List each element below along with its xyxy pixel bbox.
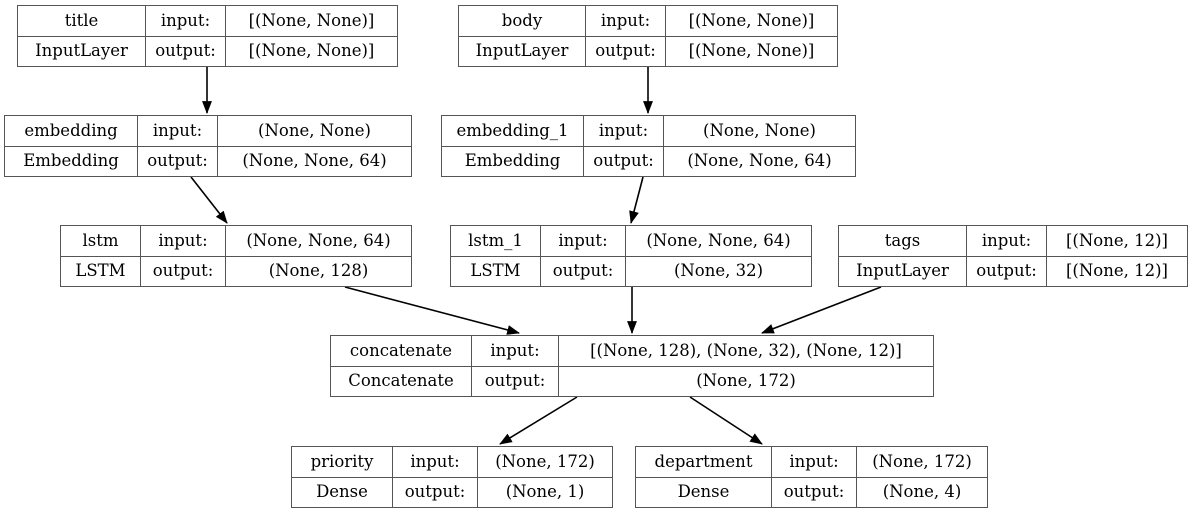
layer-class: LSTM <box>61 256 141 286</box>
output-shape: (None, None, 64) <box>242 151 387 170</box>
output-shape: (None, 4) <box>882 482 962 501</box>
layer-name: priority <box>292 447 393 477</box>
input-shape: (None, None) <box>258 120 371 140</box>
output-label: output: <box>772 477 857 507</box>
layer-name: concatenate <box>331 336 472 366</box>
output-shape: (None, 32) <box>673 261 764 280</box>
layer-class: LSTM <box>451 256 541 286</box>
layer-class: InputLayer <box>18 36 146 66</box>
input-label: input: <box>141 226 226 256</box>
output-label: output: <box>141 256 226 286</box>
layer-class: Concatenate <box>331 366 472 396</box>
edge-concatenate-to-department <box>689 396 763 445</box>
layer-class: Embedding <box>5 146 138 176</box>
output-shape: (None, None, 64) <box>687 151 832 170</box>
input-shape: [(None, None)] <box>688 10 815 30</box>
edge-lstm-to-concatenate <box>344 286 520 335</box>
input-label: input: <box>472 336 559 366</box>
output-shape: (None, 1) <box>505 482 585 501</box>
layer-name: tags <box>839 226 967 256</box>
output-label: output: <box>138 146 218 176</box>
input-shape: (None, 172) <box>495 451 595 471</box>
input-label: input: <box>967 226 1047 256</box>
layer-name: lstm_1 <box>451 226 541 256</box>
input-shape: (None, 172) <box>872 451 972 471</box>
output-shape: [(None, 12)] <box>1066 261 1168 280</box>
edge-tags-to-concatenate <box>761 286 882 334</box>
output-shape: [(None, None)] <box>248 41 375 60</box>
input-label: input: <box>541 226 626 256</box>
output-label: output: <box>584 146 664 176</box>
layer-class: Embedding <box>442 146 584 176</box>
input-label: input: <box>393 447 478 477</box>
output-label: output: <box>541 256 626 286</box>
layer-name: title <box>18 6 146 36</box>
output-shape: (None, 128) <box>268 261 369 280</box>
layer-class: InputLayer <box>839 256 967 286</box>
output-label: output: <box>967 256 1047 286</box>
input-label: input: <box>146 6 226 36</box>
layer-class: Dense <box>292 477 393 507</box>
edge-embedding_1-to-lstm_1 <box>629 176 644 224</box>
input-label: input: <box>584 116 664 146</box>
input-label: input: <box>772 447 857 477</box>
layer-name: embedding_1 <box>442 116 584 146</box>
input-shape: (None, None) <box>703 120 816 140</box>
output-shape: (None, 172) <box>696 371 796 390</box>
layer-class: InputLayer <box>459 36 586 66</box>
output-shape: [(None, None)] <box>688 41 815 60</box>
layer-name: body <box>459 6 586 36</box>
input-label: input: <box>138 116 218 146</box>
layer-name: lstm <box>61 226 141 256</box>
input-shape: [(None, None)] <box>248 10 375 30</box>
output-label: output: <box>146 36 226 66</box>
input-shape: [(None, 128), (None, 32), (None, 12)] <box>590 340 902 360</box>
output-label: output: <box>586 36 666 66</box>
output-label: output: <box>472 366 559 396</box>
layer-name: embedding <box>5 116 138 146</box>
input-shape: (None, None, 64) <box>246 230 391 250</box>
input-label: input: <box>586 6 666 36</box>
edge-concatenate-to-priority <box>499 396 578 445</box>
edge-embedding-to-lstm <box>190 176 228 224</box>
input-shape: [(None, 12)] <box>1066 230 1168 250</box>
input-shape: (None, None, 64) <box>646 230 791 250</box>
layer-class: Dense <box>636 477 772 507</box>
layer-name: department <box>636 447 772 477</box>
output-label: output: <box>393 477 478 507</box>
